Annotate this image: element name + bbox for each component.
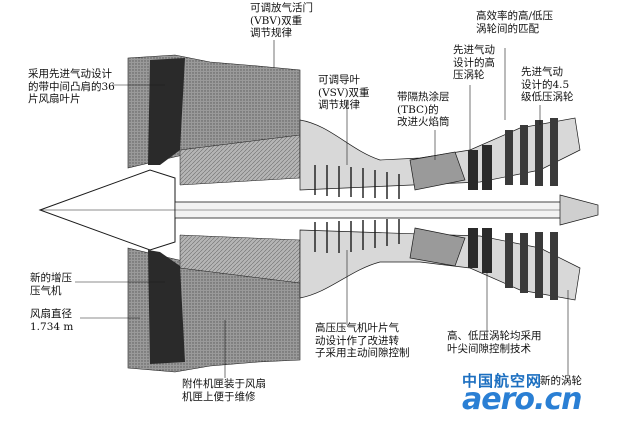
- label-tbc: 带隔热涂层 (TBC)的 改进火焰筒: [397, 91, 450, 128]
- label-clearance-control: 高、低压涡轮均采用 叶尖间隙控制技术: [447, 330, 542, 355]
- spinner-nose-cone: [38, 169, 176, 251]
- label-vsv: 可调导叶 (VSV)双重 调节规律: [318, 74, 370, 111]
- watermark-cn: 中国航空网: [462, 372, 543, 390]
- label-fan-blades: 采用先进气动设计 的带中间凸肩的36 片风扇叶片: [28, 68, 115, 105]
- label-lp-turbine: 先进气动 设计的4.5 级低压涡轮: [521, 66, 574, 103]
- exhaust-cone: [559, 194, 599, 226]
- watermark-domain: aero.cn: [462, 382, 583, 417]
- booster-compressor: [179, 134, 301, 284]
- lp-turbine: [505, 118, 558, 300]
- label-new-turbine-partial: 新的涡轮: [540, 375, 582, 387]
- combustor: [409, 151, 466, 267]
- hp-compressor-stages: [314, 165, 400, 253]
- label-turbine-match: 高效率的高/低压 涡轮间的匹配: [476, 10, 554, 35]
- leader-lines: [75, 40, 569, 378]
- label-hp-turbine: 先进气动 设计的高 压涡轮: [453, 44, 495, 81]
- main-shaft: [174, 201, 586, 219]
- label-vbv: 可调放气活门 (VBV)双重 调节规律: [250, 2, 313, 39]
- label-fan-diameter: 风扇直径 1.734 m: [30, 308, 74, 333]
- label-hpc-blades: 高压压气机叶片气 动设计作了改进转 子采用主动间隙控制: [315, 322, 410, 359]
- hp-turbine: [468, 145, 492, 273]
- label-booster: 新的增压 压气机: [30, 272, 72, 297]
- label-gearbox: 附件机匣装于风扇 机匣上便于维修: [182, 378, 266, 403]
